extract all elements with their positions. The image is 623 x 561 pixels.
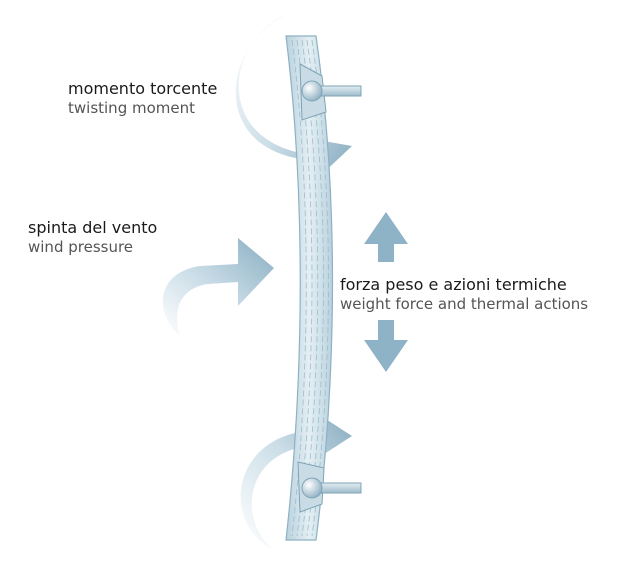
vertical-double-arrow-icon: [364, 212, 408, 372]
twisting-moment-label: momento torcente twisting moment: [68, 79, 217, 118]
wind-pressure-label: spinta del vento wind pressure: [28, 218, 157, 257]
bottom-spider-fitting: [297, 461, 362, 513]
twisting-moment-it: momento torcente: [68, 79, 218, 98]
wind-pressure-it: spinta del vento: [28, 218, 158, 237]
wind-pressure-en: wind pressure: [28, 238, 134, 256]
twisting-moment-en: twisting moment: [68, 99, 195, 117]
top-spider-fitting: [299, 63, 362, 121]
weight-thermal-it: forza peso e azioni termiche: [340, 275, 567, 294]
weight-thermal-en: weight force and thermal actions: [340, 295, 589, 313]
wind-pressure-arrow-icon: [162, 238, 274, 336]
weight-thermal-label: forza peso e azioni termiche weight forc…: [340, 275, 588, 314]
